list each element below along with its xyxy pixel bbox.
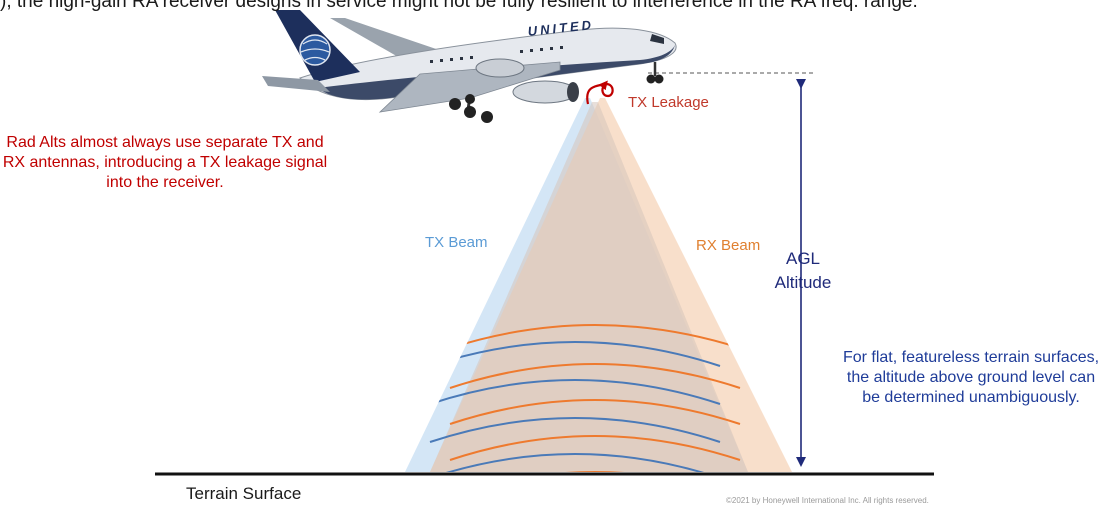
rx-wave-3 (449, 399, 741, 425)
agl-label-line-1: AGL (785, 249, 821, 268)
tx-wave-2 (429, 379, 721, 405)
rx-wave-2 (449, 363, 741, 389)
tx-wave-1 (429, 341, 721, 367)
agl-altitude-label: AGL Altitude (760, 247, 846, 295)
agl-label-line-2: Altitude (774, 273, 832, 292)
tx-wave-4 (429, 453, 721, 472)
terrain-surface-label: Terrain Surface (186, 484, 302, 503)
tx-beam-label: TX Beam (425, 234, 488, 251)
aircraft (262, 10, 677, 123)
terrain-note: For flat, featureless terrain surfaces, … (842, 349, 1100, 406)
rx-wave-4 (449, 435, 741, 461)
rx-wave-1 (449, 324, 741, 349)
rx-beam-label: RX Beam (696, 237, 761, 254)
rx-wave-5 (449, 471, 741, 472)
leakage-note: Rad Alts almost always use separate TX a… (2, 134, 328, 191)
tx-leakage-arrow (586, 80, 614, 105)
copyright-notice: ©2021 by Honeywell International Inc. Al… (726, 496, 929, 505)
tx-wave-3 (429, 417, 721, 443)
beam-overlap (430, 102, 748, 472)
header-text: ), the high-gain RA receiver designs in … (0, 0, 918, 12)
tx-leakage-label: TX Leakage (628, 94, 709, 111)
